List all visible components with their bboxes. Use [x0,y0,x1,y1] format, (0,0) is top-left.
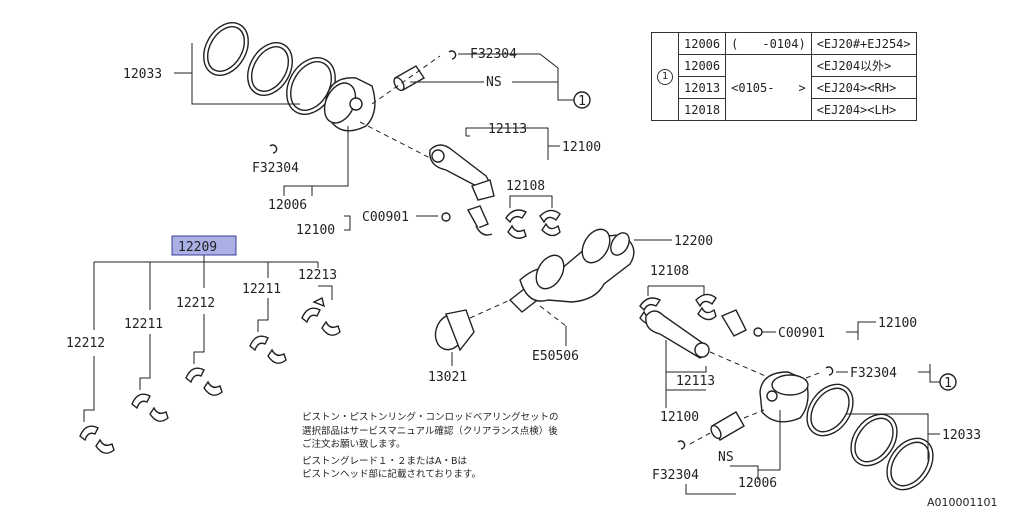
note-line: ピストン・ピストンリング・コンロッドベアリングセットの [302,412,559,423]
spec-row: 12018 <EJ204><LH> [652,98,917,121]
label-12006-top[interactable]: 12006 [268,198,307,213]
spec-ref-circle: 1 [657,69,673,85]
crank-sprocket[interactable] [431,309,475,354]
label-12100-left[interactable]: 12100 [296,223,335,238]
label-12100-bottom[interactable]: 12100 [660,410,699,425]
note-line: 選択部品はサービスマニュアル確認（クリアランス点検）後 [302,425,558,437]
label-12108-bottom[interactable]: 12108 [650,264,689,279]
connecting-rod-top[interactable] [429,144,495,201]
note-line: ご注文お願い致します。 [302,439,406,451]
note-line: ピストンヘッド部に記載されております。 [302,469,481,481]
label-f32304-left[interactable]: F32304 [252,161,299,176]
spec-range: ( -0104) [725,32,812,55]
spec-row: 12006 <0105- > <EJ204以外> [652,54,917,121]
spec-engine: <EJ204><LH> [810,98,917,121]
label-ns-bottom[interactable]: NS [718,450,734,465]
label-12100-right[interactable]: 12100 [878,316,917,331]
label-12100-top[interactable]: 12100 [562,140,601,155]
spec-part: 12018 [677,98,727,121]
label-12006-bottom[interactable]: 12006 [738,476,777,491]
snap-ring-bottom[interactable] [677,440,686,450]
label-12213[interactable]: 12213 [298,268,337,283]
bearing-set-12211-a[interactable] [131,393,169,422]
bearing-set-12211-b[interactable] [249,335,287,364]
rod-cap-bottom[interactable] [720,309,763,337]
spec-engine: <EJ20#+EJ254> [810,32,917,55]
spec-part: 12006 [677,54,727,77]
piston-rings-top[interactable] [195,15,345,123]
snap-ring-top[interactable] [448,50,457,60]
label-ns-top[interactable]: NS [486,75,502,90]
bearing-set-12213[interactable] [301,296,341,336]
spec-engine: <EJ204><RH> [810,76,917,99]
spec-part: 12006 [677,32,727,55]
spec-table: 1 12006 ( -0104) <EJ20#+EJ254> 12006 <01… [651,32,917,121]
label-12211-a[interactable]: 12211 [124,317,163,332]
ref-circle-top[interactable]: 1 [573,91,591,109]
spec-range: <0105- > [725,54,812,121]
label-12033-top[interactable]: 12033 [123,67,162,82]
bearing-shells-top[interactable] [505,209,561,239]
piston-pin-bottom[interactable] [709,411,745,441]
spec-row: 1 12006 ( -0104) <EJ20#+EJ254> [651,32,917,121]
spec-ref-cell: 1 [651,32,679,121]
label-c00901-bottom[interactable]: C00901 [778,326,825,341]
piston-rings-bottom[interactable] [798,376,943,499]
label-12212-a[interactable]: 12212 [66,336,105,351]
connecting-rod-bottom[interactable] [645,310,710,359]
bearing-set-12212-b[interactable] [185,367,223,396]
piston-top[interactable] [318,77,376,132]
label-f32304-right[interactable]: F32304 [850,366,897,381]
snap-ring-right[interactable] [825,366,834,376]
note-line: ピストングレード１・２またはA・Bは [302,455,468,467]
highlight-12209[interactable] [171,235,237,256]
label-12113-bottom[interactable]: 12113 [676,374,715,389]
label-12108-top[interactable]: 12108 [506,179,545,194]
label-f32304-bottom[interactable]: F32304 [652,468,699,483]
label-12113-top[interactable]: 12113 [488,122,527,137]
label-12209[interactable]: 12209 [178,240,217,255]
snap-ring-left[interactable] [269,144,278,154]
ref-circle-right[interactable]: 1 [939,373,957,391]
label-12212-b[interactable]: 12212 [176,296,215,311]
piston-pin-top[interactable] [392,65,425,92]
label-12033-bottom[interactable]: 12033 [942,428,981,443]
diagram-code: A010001101 [927,496,998,509]
label-f32304-top[interactable]: F32304 [470,47,517,62]
bearing-shells-bottom[interactable] [639,293,717,325]
spec-part: 12013 [677,76,727,99]
label-13021[interactable]: 13021 [428,370,467,385]
spec-engine: <EJ204以外> [810,54,917,77]
svg-text:1: 1 [944,376,952,391]
crankshaft[interactable] [508,224,635,313]
label-e50506[interactable]: E50506 [532,349,579,364]
label-12211-b[interactable]: 12211 [242,282,281,297]
label-12200[interactable]: 12200 [674,234,713,249]
rod-cap-top[interactable] [441,205,493,236]
svg-text:1: 1 [578,94,586,109]
label-c00901-top[interactable]: C00901 [362,210,409,225]
ordering-note: ピストン・ピストンリング・コンロッドベアリングセットの 選択部品はサービスマニュ… [302,411,559,482]
bearing-set-12212-a[interactable] [79,425,115,454]
piston-bottom[interactable] [759,371,809,423]
